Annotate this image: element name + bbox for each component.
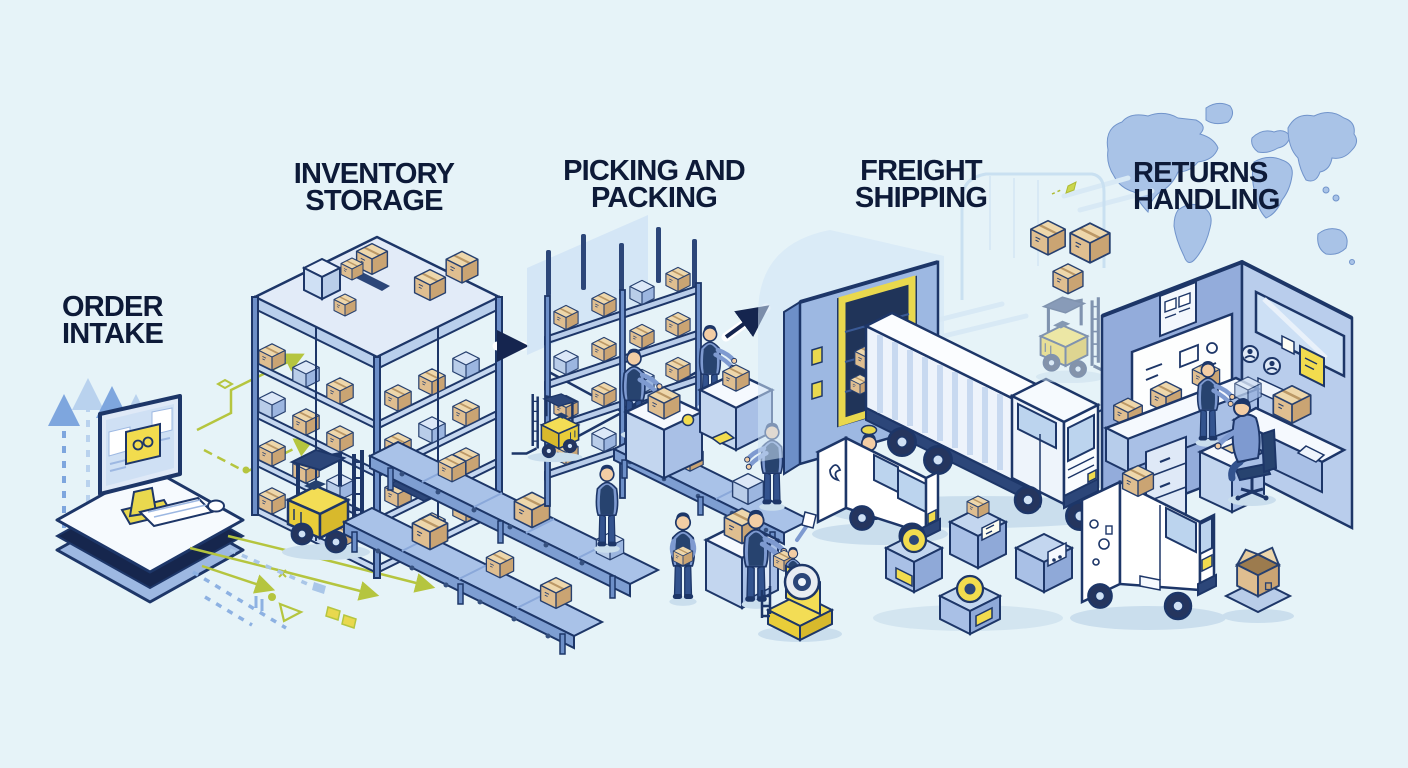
stage-label-line: FREIGHT [860,155,982,187]
dock-bumper [811,345,823,367]
bumper [1197,573,1217,597]
map-island [1332,194,1340,202]
stage-label-order-intake: ORDER INTAKE [62,291,164,350]
wall-tag [1281,334,1295,356]
warning-triangle-icon [278,602,304,623]
receipt-paper [801,511,817,529]
parcel-on-roof [1121,464,1155,498]
returns-room [1100,259,1354,531]
document-icon [341,614,357,629]
office-window [1254,289,1346,379]
conveyor-belt-lower [341,506,605,655]
mouse [207,499,225,513]
dock-bumper [811,379,823,401]
scale-machine [1013,532,1075,594]
map-africa [1251,156,1293,219]
seated-worker-with-chair [1214,398,1278,506]
stage-label-line: STORAGE [305,185,443,217]
van-window [1165,506,1197,554]
order-intake-illustration [48,353,436,630]
wall-panel [1159,280,1197,338]
document-icon [325,606,341,621]
map-asia [1287,112,1358,182]
container-truck [863,311,1108,531]
stage-label-line: INVENTORY [293,158,455,190]
rack-top-items [301,242,479,317]
worker-carrying-box [669,512,696,606]
tape-machine-2 [937,574,1003,636]
order-coin-icon [142,436,154,448]
inventory-storage-illustration [251,235,503,579]
world-map [1106,102,1358,265]
stage-label-freight-shipping: FREIGHT SHIPPING [832,155,1010,214]
chair-seat [1234,462,1272,482]
headlight [1201,553,1213,573]
stage-label-line: HANDLING [1133,184,1280,216]
packing-table-1 [621,349,705,480]
picking-packing-illustration [512,215,842,642]
floating-parcels [1029,181,1112,295]
desktop-computer [98,394,225,528]
leaf-icon [1065,181,1077,194]
open-return-box [1222,546,1294,623]
ghost-container-outline [960,172,1106,300]
tool-box [710,431,736,445]
conveyor-belt-upper [367,440,661,599]
data-chip-icon [312,582,326,594]
truck-cab [1009,377,1108,531]
windshield [1067,413,1095,463]
returns-van [1070,464,1226,630]
stage-label-inventory-storage: INVENTORY STORAGE [285,158,463,217]
van-logo [829,464,842,482]
dock-worker [854,424,884,528]
speed-lines [927,175,1155,339]
map-island [1349,259,1355,265]
windshield [1199,516,1213,556]
returns-handling-illustration [1070,259,1354,630]
chair-back [1260,428,1278,474]
map-south-america [1173,204,1212,263]
map-greenland [1205,102,1234,125]
map-island [1322,186,1330,194]
bumper [1063,477,1099,510]
display-panel [981,517,1001,542]
stage-label-line: SHIPPING [854,182,988,214]
stage-label-line: INTAKE [62,318,164,350]
data-flow-lines-lower [189,534,436,630]
hard-hat [860,424,878,436]
label-printer [947,495,1009,570]
map-europe [1251,130,1291,153]
order-coin-icon [132,439,144,451]
tape-dispenser-yellow [758,563,842,642]
stage-label-line: RETURNS [1133,157,1268,189]
map-north-america [1106,112,1219,214]
tape-machine [883,526,945,594]
return-form [1296,445,1326,463]
mini-forklift [512,394,583,462]
map-australia [1317,228,1348,255]
stage-label-picking-packing: PICKING AND PACKING [556,155,752,214]
stage-label-line: PICKING AND [563,155,746,187]
child-figure [783,511,817,609]
headlight [1087,468,1097,484]
tape-roll-icon [681,413,695,427]
stage-label-line: PACKING [591,182,718,214]
stage-label-returns-handling: RETURNS HANDLING [1133,157,1280,216]
license-plate [1139,575,1161,591]
stage-label-line: ORDER [62,291,164,323]
yellow-notice-sign [1299,344,1325,388]
freight-shipping-illustration [758,172,1155,636]
packing-machines [873,495,1075,636]
